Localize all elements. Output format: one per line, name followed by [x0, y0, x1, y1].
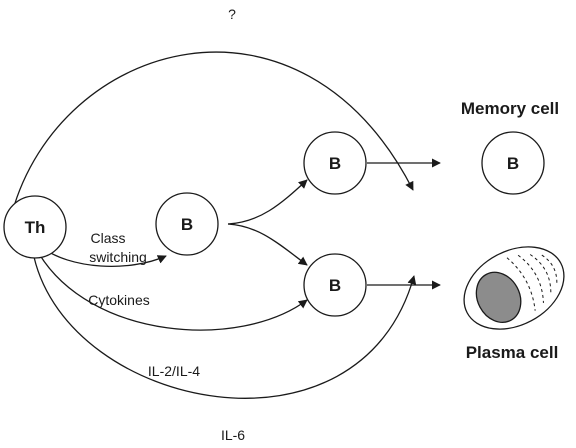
- arrow-th-to-b-lower: [37, 251, 308, 331]
- plasma-cell-label: Plasma cell: [466, 343, 559, 362]
- arrow-th-to-plasma: [33, 256, 417, 399]
- b-cell-center-label: B: [181, 215, 193, 234]
- memory-b-cell-label: B: [507, 154, 519, 173]
- b-cell-lower: B: [303, 253, 367, 317]
- il6-label: IL-6: [221, 427, 245, 443]
- b-cell-upper-label: B: [329, 154, 341, 173]
- endoplasmic-reticulum-lines: [506, 254, 558, 311]
- arrow-th-to-memory: [11, 51, 414, 214]
- class-switching-label-line2: switching: [89, 249, 147, 265]
- cytokines-label: Cytokines: [88, 292, 149, 308]
- il2-il4-label: IL-2/IL-4: [148, 363, 200, 379]
- b-cell-lower-label: B: [329, 276, 341, 295]
- question-label: ?: [228, 6, 236, 22]
- th-cell: Th: [3, 195, 67, 259]
- th-cell-label: Th: [25, 218, 46, 237]
- b-cell-upper: B: [303, 131, 367, 195]
- arrow-b-center-to-b-upper: [227, 179, 308, 225]
- class-switching-label-line1: Class: [90, 230, 125, 246]
- plasma-cell-nucleus: [475, 271, 522, 323]
- plasma-cell: [463, 246, 565, 330]
- b-cell-center: B: [155, 192, 219, 256]
- memory-cell-label: Memory cell: [461, 99, 559, 118]
- memory-b-cell: B: [481, 131, 545, 195]
- arrow-b-center-to-b-lower: [227, 223, 308, 266]
